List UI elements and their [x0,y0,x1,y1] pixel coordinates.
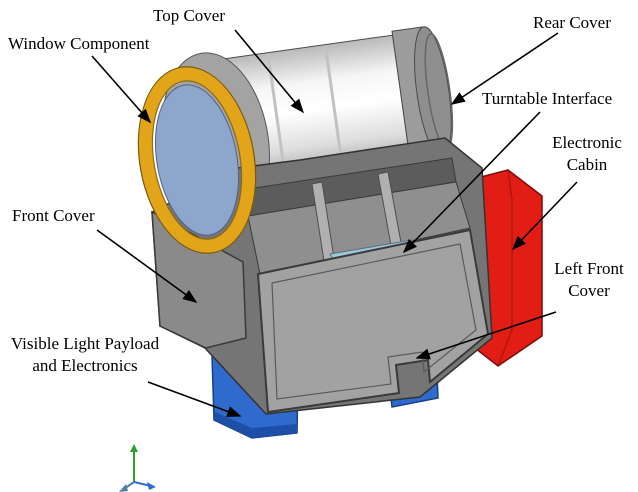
window-component-part [137,66,257,254]
arrow-front-cover [96,229,198,303]
label-electronic-cabin-line2: Cabin [566,155,608,175]
label-electronic-cabin-line1: Electronic [552,133,622,152]
label-visible-light-payload-line1: Visible Light Payload [10,334,160,353]
arrow-rear-cover [450,32,559,105]
main-body-part [151,137,493,415]
arrow-electronic-cabin [511,181,578,251]
label-electronic-cabin: Electronic Cabin [538,132,636,176]
arrow-left-front-cover [415,311,557,360]
label-front-cover: Front Cover [12,206,95,225]
label-turntable-interface: Turntable Interface [482,89,613,108]
label-window-component: Window Component [8,34,150,53]
arrow-window-component [91,55,152,124]
arrow-turntable-interface [402,111,541,254]
arrow-visible-light-payload [147,381,242,417]
label-rear-cover: Rear Cover [533,13,611,32]
label-left-front-cover: Left Front Cover [543,258,635,302]
label-left-front-cover-line2: Cover [568,281,610,301]
origin-triad-icon [119,444,156,492]
annotation-arrows [91,29,578,417]
label-top-cover: Top Cover [153,6,225,25]
front-cover-part [151,210,247,349]
label-left-front-cover-line1: Left Front [554,259,624,278]
label-visible-light-payload-line2: and Electronics [32,356,138,376]
label-visible-light-payload: Visible Light Payload and Electronics [2,333,168,377]
window-glass [154,84,240,236]
arrow-top-cover [234,29,305,114]
